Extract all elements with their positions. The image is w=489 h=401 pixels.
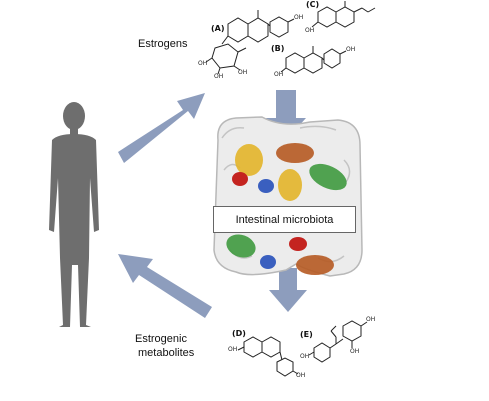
microbe-green-1 <box>309 163 347 191</box>
molecule-e-structure <box>308 320 368 363</box>
molecule-b-letter: (B) <box>271 44 285 53</box>
molecule-a-sugar-oh-2: OH <box>214 73 224 80</box>
microbe-red-1 <box>232 172 248 186</box>
intestinal-microbiota-label: Intestinal microbiota <box>235 213 334 226</box>
molecule-d-structure <box>237 336 299 377</box>
arrow-to-microbiota <box>118 93 205 163</box>
estrogens-label: Estrogens <box>138 38 188 50</box>
molecule-c-letter: (C) <box>306 0 320 9</box>
molecule-a-sugar-oh-1: OH <box>198 60 208 67</box>
molecule-a-letter: (A) <box>211 24 225 33</box>
molecule-d-oh-1: OH <box>228 346 238 353</box>
microbe-red-2 <box>289 237 307 251</box>
molecule-a-sugar-oh-3: OH <box>238 69 248 76</box>
molecule-a-oh: OH <box>294 14 304 21</box>
molecule-e-oh-3: OH <box>350 348 360 355</box>
molecule-e-oh-1: OH <box>300 353 310 360</box>
microbe-blue-1 <box>258 179 274 193</box>
arrow-down-out-of-gut <box>269 268 307 312</box>
microbes <box>226 143 347 275</box>
molecule-b-oh: OH <box>346 46 356 53</box>
molecule-b-structure <box>280 46 347 74</box>
microbe-blue-2 <box>260 255 276 269</box>
intestinal-microbiota-box: Intestinal microbiota <box>213 206 356 233</box>
microbe-yellow-1 <box>235 144 263 176</box>
molecule-a-structure <box>205 10 295 75</box>
microbe-yellow-2 <box>278 169 302 201</box>
human-silhouette <box>49 102 99 327</box>
arrow-to-body <box>118 254 212 318</box>
molecule-c-structure <box>311 1 376 28</box>
estrogenic-metabolites-label-line1: Estrogenic <box>135 333 187 345</box>
molecule-d-oh-2: OH <box>296 372 306 379</box>
molecule-d-letter: (D) <box>232 329 246 338</box>
molecule-c-oh: OH <box>305 27 315 34</box>
molecule-b-oh-2: OH <box>274 71 284 78</box>
microbe-orange-2 <box>296 255 334 275</box>
molecule-e-letter: (E) <box>300 330 313 339</box>
microbe-green-2 <box>226 234 256 258</box>
molecule-e-oh-2: OH <box>366 316 376 323</box>
microbe-orange-1 <box>276 143 314 163</box>
estrogenic-metabolites-label-line2: metabolites <box>138 347 195 359</box>
